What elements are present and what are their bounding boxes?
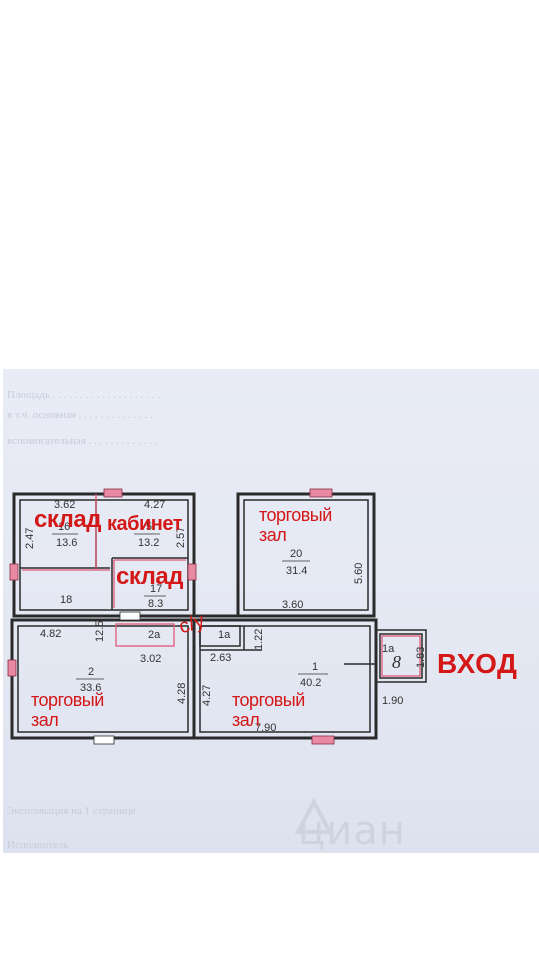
dimension-text: 2a bbox=[148, 629, 161, 641]
label-trade-hall-middle: торговый зал bbox=[232, 690, 305, 730]
dimension-text: 4.27 bbox=[144, 499, 165, 511]
dimension-text: 4.28 bbox=[176, 683, 188, 704]
label-entry: ВХОД bbox=[437, 648, 518, 679]
room-number: 5 bbox=[146, 521, 152, 533]
upper-right-room-walls bbox=[236, 492, 376, 618]
room-number: 16 bbox=[58, 521, 70, 533]
label-trade-hall-left: торговый зал bbox=[31, 690, 104, 730]
dimension-text: 4.82 bbox=[40, 628, 61, 640]
label-text: торговый bbox=[232, 690, 305, 710]
faint-background-text: Исполнитель bbox=[7, 839, 69, 851]
dimension-text: 2.63 bbox=[210, 652, 231, 664]
room-area: 13.2 bbox=[138, 537, 159, 549]
floor-plan-photo: Площадь . . . . . . . . . . . . . . . . … bbox=[3, 369, 539, 853]
dimension-text: 1a bbox=[382, 643, 395, 655]
label-text: зал bbox=[232, 710, 260, 730]
dimension-text: 4.27 bbox=[201, 685, 213, 706]
dimension-text: 1.90 bbox=[382, 695, 403, 707]
room-number: 8 bbox=[392, 652, 401, 672]
dimension-text: 3.60 bbox=[282, 599, 303, 611]
dimension-text: 12.5 bbox=[94, 621, 106, 642]
room-area: 31.4 bbox=[286, 565, 307, 577]
room-area: 40.2 bbox=[300, 677, 321, 689]
label-text: зал bbox=[31, 710, 59, 730]
dimension-text: 2.57 bbox=[175, 527, 187, 548]
label-text: зал bbox=[259, 525, 287, 545]
dimension-text: 2.47 bbox=[24, 528, 36, 549]
dimension-text: 18 bbox=[60, 594, 72, 606]
dimension-text: 3.02 bbox=[140, 653, 161, 665]
watermark-text: циан bbox=[298, 808, 406, 854]
faint-background-text: Экспликация на 1 странице bbox=[7, 805, 136, 817]
room-number: 1 bbox=[312, 661, 318, 673]
dimension-text: 7.90 bbox=[255, 722, 276, 734]
label-text: торговый bbox=[259, 505, 332, 525]
dimension-text: 1.22 bbox=[253, 629, 265, 650]
label-kabinet: кабинет bbox=[107, 513, 183, 535]
dimension-text: 3.62 bbox=[54, 499, 75, 511]
room-number: 17 bbox=[150, 583, 162, 595]
label-trade-hall-top: торговый зал bbox=[259, 505, 332, 545]
dimension-text: 1.83 bbox=[415, 647, 427, 668]
faint-background-text: Площадь . . . . . . . . . . . . . . . . … bbox=[7, 389, 160, 401]
room-area: 13.6 bbox=[56, 537, 77, 549]
watermark-logo-icon bbox=[294, 797, 334, 834]
room-number: 2 bbox=[88, 666, 94, 678]
faint-background-text: вспомогательная . . . . . . . . . . . . … bbox=[7, 435, 158, 447]
dimension-text: 1a bbox=[218, 629, 231, 641]
label-text: торговый bbox=[31, 690, 104, 710]
room-area: 8.3 bbox=[148, 598, 163, 610]
room-number: 20 bbox=[290, 548, 302, 560]
label-sklad-mid: склад bbox=[116, 563, 183, 590]
label-sklad-top: склад bbox=[34, 506, 101, 533]
room-area: 33.6 bbox=[80, 682, 101, 694]
faint-background-text: в т.ч. основная . . . . . . . . . . . . … bbox=[7, 409, 153, 421]
dimension-text: 5.60 bbox=[353, 563, 365, 584]
